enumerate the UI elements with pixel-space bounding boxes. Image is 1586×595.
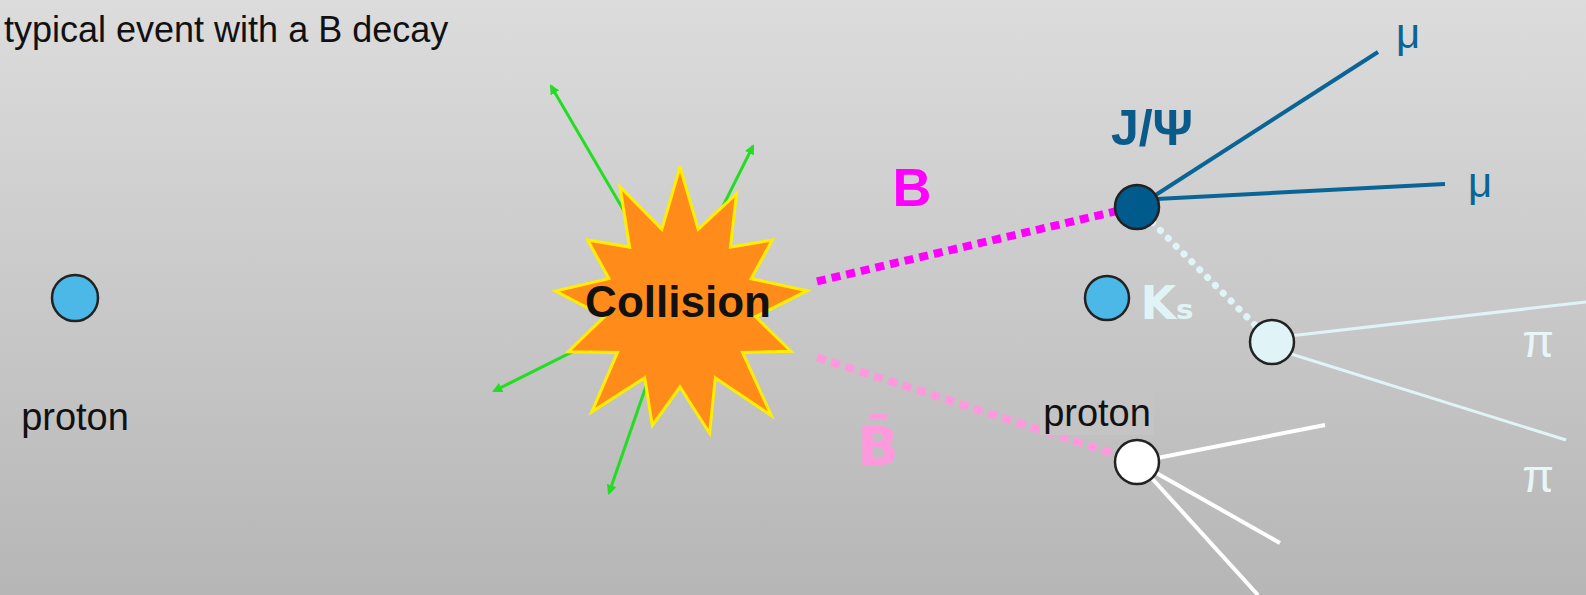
vertex-dot: [52, 275, 98, 321]
bbar-decay-tracks: [1137, 425, 1325, 595]
vertex-circle: [1248, 318, 1296, 366]
particle-label: proton: [21, 397, 129, 439]
particle-label: J/Ψ: [1111, 101, 1193, 156]
proton-node: proton: [5, 268, 145, 443]
particle-name: B: [893, 158, 932, 217]
pion-label: π: [1522, 451, 1554, 502]
muon-label: μ: [1468, 160, 1492, 206]
vertex-dot: [1250, 320, 1294, 364]
collision-burst: Collision: [545, 166, 817, 460]
vertex-dot: [1115, 440, 1159, 484]
decay-vertex: [1248, 318, 1296, 366]
vertex-circle: [1113, 438, 1161, 486]
decay-vertex: J/Ψ: [1088, 92, 1212, 232]
diagram-title: typical event with a B decay: [4, 10, 448, 50]
particle-name: Kₛ: [1140, 278, 1193, 329]
muon-track: [1137, 184, 1445, 200]
decay-track: [1137, 462, 1258, 595]
vertex-dot: [1085, 276, 1129, 320]
decay-vertex: [1113, 438, 1161, 486]
starburst: [556, 167, 808, 433]
particle-flight-path: [817, 211, 1115, 281]
pion-tracks: [1272, 302, 1586, 440]
pion-label: π: [1522, 316, 1554, 367]
vertex-dot: [1115, 185, 1159, 229]
decay-track: [1137, 462, 1280, 543]
collision-label: Collision: [585, 278, 771, 326]
decay-track: [1137, 425, 1325, 462]
particle-label: proton: [1040, 393, 1154, 435]
muon-label: μ: [1396, 11, 1420, 57]
particle-name: B̄: [857, 417, 898, 476]
